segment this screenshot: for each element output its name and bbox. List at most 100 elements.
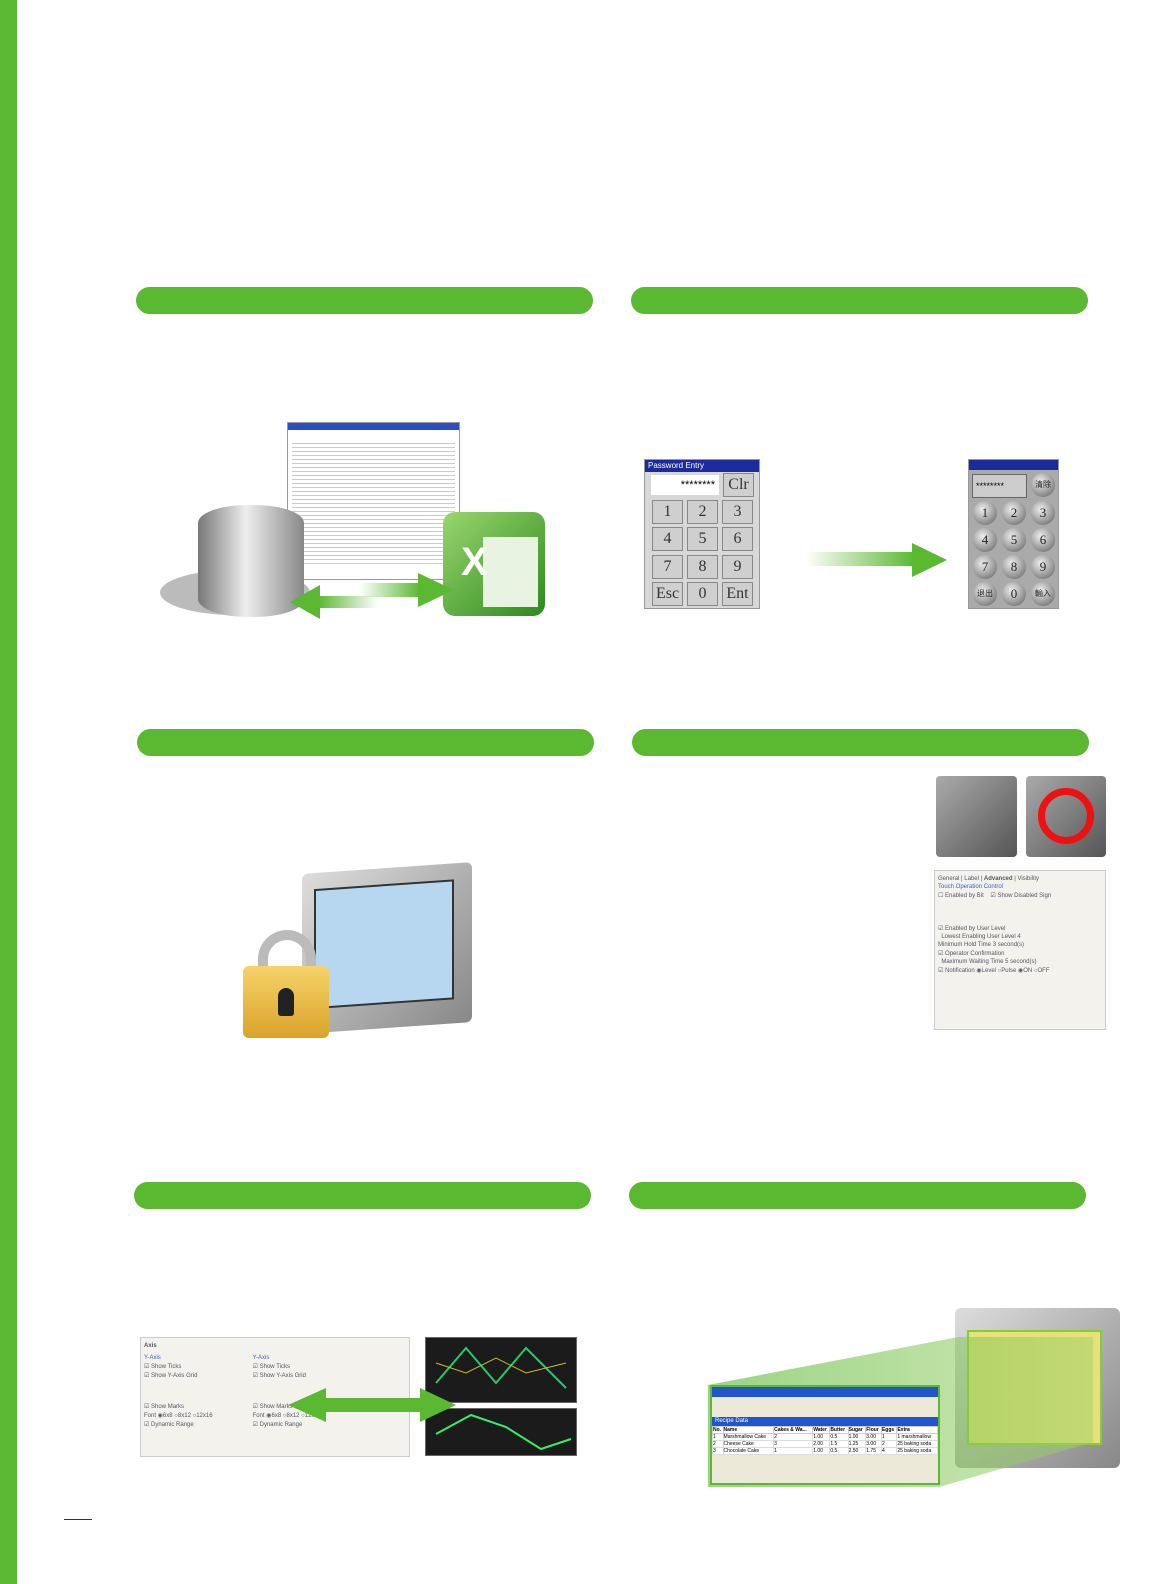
wait-time-select[interactable]: 5 [1005,959,1009,965]
key-3[interactable]: 3 [1031,501,1055,525]
notification-checkbox[interactable]: Notification [945,968,975,974]
styled-password-keypad: ******** 清除 1 2 3 4 5 6 7 8 9 退出 0 輸入 [968,459,1059,609]
signal-pulse-radio[interactable]: Pulse [1001,968,1017,974]
key-enter[interactable]: Ent [722,582,753,606]
arrow-head-left [290,585,320,619]
key-4[interactable]: 4 [652,527,683,551]
section-header-bar-3 [137,729,594,756]
double-arrow-shaft [325,1398,425,1412]
signal-level-radio[interactable]: Level [981,968,996,974]
key-6[interactable]: 6 [1031,528,1055,552]
table-cell: 1.00 [812,1433,831,1441]
column-header[interactable]: Water [812,1426,831,1434]
state-on-radio[interactable]: ON [1023,968,1033,974]
table-cell: 3 [773,1440,814,1448]
column-header[interactable]: Butter [829,1426,849,1434]
table-cell: 1 [880,1433,898,1441]
enabled-by-bit-checkbox[interactable]: Enabled by Bit [945,893,984,899]
key-9[interactable]: 9 [1031,555,1055,579]
font-label: Font [144,1413,157,1419]
key-5[interactable]: 5 [1002,528,1026,552]
key-0[interactable]: 0 [687,582,718,606]
disabled-switch-icon [1026,776,1106,857]
key-7[interactable]: 7 [973,555,997,579]
key-9[interactable]: 9 [722,555,753,579]
key-1[interactable]: 1 [652,500,683,524]
column-header[interactable]: Eggs [880,1426,898,1434]
section-header-bar-2 [631,287,1088,314]
hold-time-select[interactable]: 3 [992,942,997,948]
key-clear[interactable]: 清除 [1031,473,1055,497]
table-cell: 3.00 [865,1433,882,1441]
tab-general[interactable]: General [938,876,960,882]
tab-visibility[interactable]: Visibility [1017,876,1040,882]
show-ticks-checkbox[interactable]: Show Ticks [259,1364,290,1370]
key-exit[interactable]: 退出 [973,582,997,606]
excel-icon: X [443,512,545,616]
key-1[interactable]: 1 [973,501,997,525]
table-cell: 3 [712,1447,724,1455]
column-header[interactable]: Sugar [847,1426,867,1434]
tab-advanced[interactable]: Advanced [983,876,1013,882]
operator-confirmation-checkbox[interactable]: Operator Confirmation [945,951,1005,957]
column-header[interactable]: Name [722,1426,775,1434]
column-header[interactable]: No. [712,1426,724,1434]
font-6x8-radio[interactable]: 6x8 [162,1413,173,1419]
left-accent-stripe [0,0,17,1584]
key-2[interactable]: 2 [687,500,718,524]
table-cell: 1 marshmallow [896,1433,938,1441]
user-level-select[interactable]: 4 [1017,934,1021,940]
recipe-title: Recipe Data [712,1417,938,1426]
table-cell: Cheese Cake [722,1440,775,1448]
axis-settings-panel: Axis Y-Axis ☑ Show Ticks ☑ Show Y-Axis G… [140,1337,410,1457]
tab-axis[interactable]: Axis [144,1343,157,1349]
show-ticks-checkbox[interactable]: Show Ticks [151,1364,182,1370]
table-cell: 1 [712,1433,724,1441]
column-header[interactable]: Cakes & Wa... [773,1426,814,1434]
show-marks-checkbox[interactable]: Show Marks [259,1404,293,1410]
key-4[interactable]: 4 [973,528,997,552]
footer-rule [64,1519,92,1520]
key-0[interactable]: 0 [1002,582,1026,606]
show-grid-checkbox[interactable]: Show Y-Axis Grid [151,1373,198,1379]
column-header[interactable]: Flour [865,1426,882,1434]
key-7[interactable]: 7 [652,555,683,579]
table-cell: Chocolate Cake [722,1447,775,1455]
dynamic-range-checkbox[interactable]: Dynamic Range [259,1422,303,1428]
font-12x16-radio[interactable]: 12x16 [196,1413,213,1419]
key-8[interactable]: 8 [687,555,718,579]
dynamic-range-checkbox[interactable]: Dynamic Range [151,1422,194,1428]
show-grid-checkbox[interactable]: Show Y-Axis Grid [259,1373,306,1379]
table-cell: 2 [773,1433,814,1441]
enabled-by-user-level-checkbox[interactable]: Enabled by User Level [945,926,1006,932]
string-table-window [287,422,460,580]
tab-label[interactable]: Label [964,876,979,882]
arrow-head-right [912,543,947,577]
key-6[interactable]: 6 [722,527,753,551]
show-disabled-sign-checkbox[interactable]: Show Disabled Sign [997,893,1052,899]
group-label: Touch Operation Control [938,884,1004,890]
key-enter[interactable]: 輸入 [1031,582,1055,606]
keypad-title: Password Entry [645,460,759,472]
state-off-radio[interactable]: OFF [1037,968,1050,974]
key-2[interactable]: 2 [1002,501,1026,525]
column-header[interactable]: Extra [896,1426,938,1434]
key-5[interactable]: 5 [687,527,718,551]
key-3[interactable]: 3 [722,500,753,524]
table-cell: 3.00 [865,1440,882,1448]
arrow-head-right [420,1388,456,1422]
key-esc[interactable]: Esc [652,582,683,606]
font-6x8-radio[interactable]: 6x8 [271,1413,282,1419]
show-marks-checkbox[interactable]: Show Marks [151,1404,185,1410]
key-8[interactable]: 8 [1002,555,1026,579]
section-header-bar-4 [632,729,1089,756]
font-8x12-radio[interactable]: 8x12 [177,1413,191,1419]
table-cell: 1 [773,1447,814,1455]
key-clear[interactable]: Clr [723,473,754,497]
